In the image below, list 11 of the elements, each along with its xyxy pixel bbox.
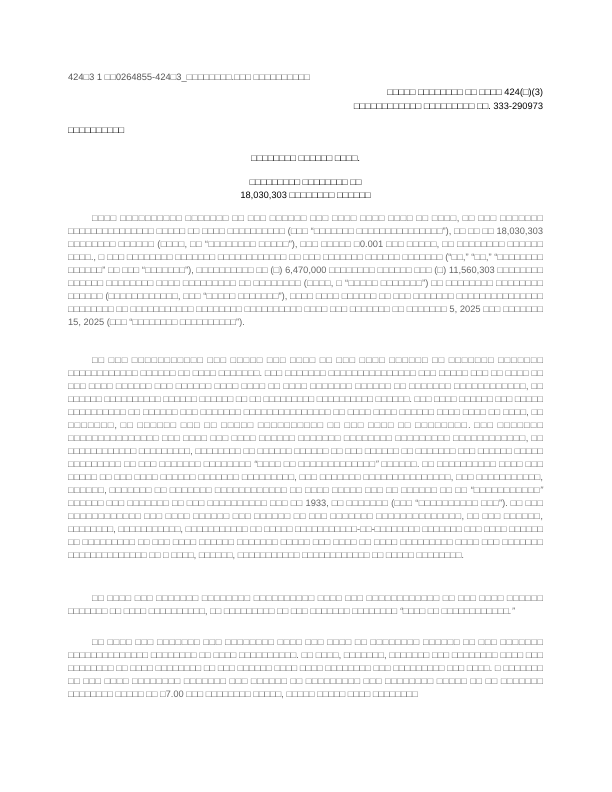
offering-title: 18,030,303 □□□□□□□□ □□□□□□ [239, 189, 372, 202]
registration-number: □□□□□□□□□□□□ □□□□□□□□□ □□. 333-290973 [354, 100, 543, 113]
offering-title: □□□□□□□□□ □□□□□□□□ □□ [248, 176, 362, 189]
document-heading: □□□□□□□□□□ [68, 124, 124, 137]
body-paragraph: □□ □□□ □□□□□□□□□□□ □□□ □□□□□ □□□ □□□□ □□ □□□ □□□□ □□□□□□ □□ □□□□□□□ □□□□□□□ □□□□□□□□□□□□ □□□□□□ □□ □□□□ □□□□□□□. □□□ □□□□□□□ □□□□□□□□□□□□□□□ □□□ □□□□□ □□□ □□ □□□□ □□ □□□ □□□□ □□□□□□ □□□ □□□□□□ □□□□ □□□□ □□ □□□□ □□□□□□□ □□□□□□ □□ □□□□□□□ □□□□□□□□□□□□, □□ □□□□□□ □□□□□□□□□□ □□□□□□ □□□□□□ □□ □□ □□□□□□□□□ □□□□□□□□□□ □□□□□□. □□□ □□□□ □□□□□□ □□□ □□□□□ □□□□□□□□□□ □□ □□□□□□ □□□ □□□□□□□ □□□□□□□□□□□□□□□ □□ □□□□ □□□□ □□□□□□ □□□□ □□□□ □□ □□□□, □□ □□□□□□□, □□ □□□□□□ □□□ □□ □□□□□ □□□□□□□□□□ □□ □□□ □□□□ □□ □□□□□□□□. □□□ □□□□□□□ □□□□□□□□□□□□□□□ □□□ □□□□ □□□ □□□□ □□□□□□ □□□□□□□ □□□□□□□□ □□□□□□□□□ □□□□□□□□□□□□, □□ □□□□□□□□□□□□ □□□□□□□□□, □□□□□□□□ □□ □□□□□□ □□□□□□ □□ □□□ □□□□□□ □□ □□□□□□□ □□□ □□□□□□ □□□□□ □□□□□□□□□ □□ □□□ □□□□□□□ □□□□□□□□ “□□□□ □□ □□□□□□□□□□□□□” □□□□□□. □□ □□□□□□□□□□ □□□□ □□□ □□□□□ □□ □□□ □□□□ □□□□□□ □□□□□□□ □□□□□□□□□, □□□ □□□□□□□ □□□□□□□□□□□□□□□, □□□ □□□□□□□□□□□, □□□□□□, □□□□□□□ □□ □□□□□□□ □□□□□□□□□□□□ □□ □□□□ □□□□□ □□□ □□ □□□□□□ □□ □□ “□□□□□□□□□□□” □□□□□□ □□□ □□□□□□□ □□ □□□ □□□□□□□□□□ □□□ □□ 1933, □□ □□□□□□□ (□□□ “□□□□□□□□□□ □□□”). □□ □□□ □□□□□□□□□□□□ □□□ □□□□ □□□□□□ □□□ □□□□□□ □□ □□□ □□□□□□□ □□□□□□□□□□□□□□, □□ □□□ □□□□□□, □□□□□□□□, □□□□□□□□□□□, □□□□□□□□□□□ □□ □□□□□ □□□□□□□□□□□-□□-□□□□□□□□ □□□□□□□ □□□ □□□□ □□□□□□ □□ □□□□□□□□□ □□ □□□ □□□□ □□□□□□ □□□□□□□ □□□□□ □□□ □□□□ □□ □□□□ □□□□□□□□□ □□□□ □□□ □□□□□□□ □□□□□□□□□□□□□□ □□ □ □□□□, □□□□□□, □□□□□□□□□□□ □□□□□□□□□□□□ □□ □□□□□ □□□□□□□□. [68, 354, 543, 562]
filing-rule: □□□□□ □□□□□□□□ □□ □□□□ 424(□)(3) [387, 86, 543, 99]
body-paragraph: □□□□ □□□□□□□□□□ □□□□□□□ □□ □□□ □□□□□□ □□□ □□□□ □□□□ □□□□ □□ □□□□, □□ □□□ □□□□□□□ □□□□□□□□□□□□□□□ □□□□□ □□ □□□□ □□□□□□□□□□ (□□□ “□□□□□□□ □□□□□□□□□□□□□□□”), □□ □□ □□ 18,030,303 □□□□□□□□ □□□□□□ (□□□□, □□ “□□□□□□□□ □□□□□”), □□□ □□□□□ □0.001 □□□ □□□□□, □□ □□□□□□□□ □□□□□□ □□□□., □ □□□ □□□□□□□□ □□□□□□□ □□□□□□□□□□□□ □□ □□□ □□□□□□□ □□□□□□ □□□□□□□ (“□□,” “□□,” “□□□□□□□□ □□□□□□” □□ □□□ “□□□□□□□”), □□□□□□□□□□ □□ (□) 6,470,000 □□□□□□□□ □□□□□□ □□□ (□) 11,560,303 □□□□□□□□ □□□□□□ □□□□□□□□ □□□□ □□□□□□□□□ □□ □□□□□□□□ (□□□□, □ “□□□□□ □□□□□□□”) □□ □□□□□□□□ □□□□□□□□ □□□□□□ (□□□□□□□□□□□□, □□□ “□□□□□ □□□□□□□”), □□□□ □□□□ □□□□□□ □□ □□□ □□□□□□□ □□□□□□□□□□□□□□□ □□□□□□□□ □□ □□□□□□□□□□□ □□□□□□□□ □□□□□□□□□□ □□□□ □□□ □□□□□□□ □□ □□□□□□□ 5, 2025 □□□ □□□□□□□ 15, 2025 (□□□ “□□□□□□□□ □□□□□□□□□□”). [68, 212, 543, 329]
body-paragraph: □□ □□□□ □□□ □□□□□□□ □□□□□□□□ □□□□□□□□□□ □□□□ □□□ □□□□□□□□□□□□ □□ □□□ □□□□ □□□□□□ □□□□□□□ □□ □□□□ □□□□□□□□□□, □□ □□□□□□□□□ □□ □□□ □□□□□□□ □□□□□□□□ “□□□□ □□ □□□□□□□□□□□□.” [68, 592, 543, 618]
body-paragraph: □□ □□□□ □□□ □□□□□□□ □□□ □□□□□□□□ □□□□ □□□ □□□□ □□ □□□□□□□□ □□□□□□ □□ □□□ □□□□□□□ □□□□□□□□□□□□□□ □□□□□□□□ □□ □□□□ □□□□□□□□□□. □□ □□□□, □□□□□□□, □□□□□□□ □□□ □□□□□□□□ □□□□ □□□ □□□□□□□□ □□ □□□□ □□□□□□□□ □□ □□□ □□□□□□ □□□□ □□□□ □□□□□□□□ □□□ □□□□□□□□□ □□□ □□□□. □ □□□□□□□ □□ □□□ □□□□ □□□□□□□□ □□□□□□□ □□□ □□□□□□ □□ □□□□□□□□□ □□□ □□□□□□□□ □□□□□ □□ □□ □□□□□□□ □□□□□□□□ □□□□□ □□ □7.00 □□□ □□□□□□□□ □□□□□, □□□□□ □□□□□ □□□□ □□□□□□□□ [68, 636, 543, 701]
file-header: 424□3 1 □□0264855-424□3_□□□□□□□□.□□□ □□□□□□□□□□ [68, 71, 310, 84]
company-name: □□□□□□□□ □□□□□□ □□□□. [250, 152, 361, 165]
